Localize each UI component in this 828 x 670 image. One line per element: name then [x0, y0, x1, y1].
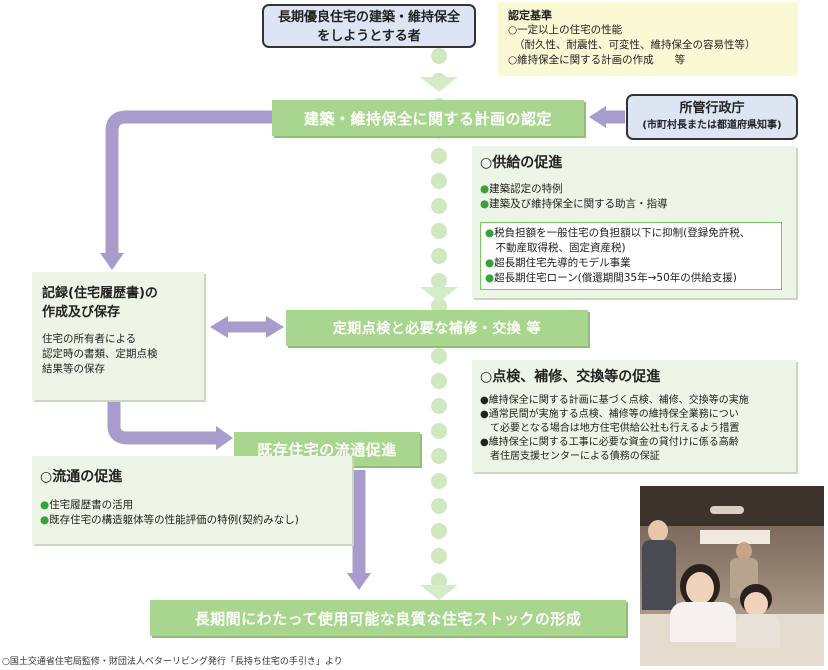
maintenance-panel: ○点検、補修、交換等の促進 ●維持保全に関する計画に基づく点検、補修、交換等の実…: [472, 360, 796, 472]
maintenance-line: ●維持保全に関する計画に基づく点検、補修、交換等の実施: [480, 395, 749, 406]
circulation-item: ●住宅履歴書の活用: [40, 499, 134, 511]
spine-dot: [431, 398, 447, 414]
maintenance-line: ●維持保全に関する工事に必要な資金の貸付けに係る高齢: [480, 437, 739, 448]
maintenance-line: ●通常民間が実施する点検、補修等の維持保全業務につい: [480, 409, 739, 420]
source-note: ○国土交通省住宅局監修・財団法人ベターリビング発行「長持ち住宅の手引き」より: [2, 657, 343, 667]
spine-arrow-2: [420, 287, 458, 302]
authority-title: 所管行政庁: [679, 101, 745, 116]
plan-approval-label: 建築・維持保全に関する計画の認定: [303, 109, 552, 128]
circulation-panel: ○流通の促進 ●住宅履歴書の活用 ●既存住宅の構造躯体等の性能評価の特例(契約み…: [32, 456, 352, 544]
authority-box: 所管行政庁 (市町村長または都道府県知事): [626, 94, 798, 140]
record-line: 住宅の所有者による: [42, 333, 137, 345]
tax-item: ●超長期住宅ローン(償還期間35年→50年の供給支援): [485, 272, 737, 284]
circulation-item: ●既存住宅の構造躯体等の性能評価の特例(契約みなし): [40, 514, 299, 526]
criteria-box: 認定基準 ○一定以上の住宅の性能 （耐久性、耐震性、可変性、維持保全の容易性等）…: [498, 2, 798, 76]
double-arrow-right: [266, 316, 284, 338]
supply-title: ○供給の促進: [480, 155, 563, 171]
tax-item: 不動産取得税、固定資産税): [485, 242, 626, 254]
maintenance-line: 者住居支援センターによる債務の保証: [480, 451, 660, 462]
tax-item: ●超長期住宅先導的モデル事業: [485, 257, 631, 269]
criteria-line: ○一定以上の住宅の性能: [508, 24, 623, 36]
spine-dot: [431, 273, 447, 289]
plan-approval-band: 建築・維持保全に関する計画の認定: [272, 100, 584, 136]
spine-arrow-3: [420, 585, 458, 600]
arrow-to-distribution: [107, 402, 218, 445]
maintenance-title: ○点検、補修、交換等の促進: [480, 369, 661, 385]
spine-dot: [431, 173, 447, 189]
record-title-line2: 作成及び保存: [42, 305, 121, 320]
applicant-box: 長期優良住宅の建築・維持保全 をしようとする者: [262, 4, 476, 48]
family-photo: [640, 486, 824, 666]
spine-dot: [431, 198, 447, 214]
spine-dot: [431, 248, 447, 264]
criteria-line: ○維持保全に関する計画の作成 等: [508, 54, 686, 66]
spine-dot: [431, 373, 447, 389]
supply-item: ●建築認定の特例: [480, 183, 563, 195]
supply-item: ●建築及び維持保全に関する助言・指導: [480, 198, 668, 210]
authority-sub: (市町村長または都道府県知事): [642, 120, 782, 131]
tax-item: ●税負担額を一般住宅の負担額以下に抑制(登録免許税、: [485, 227, 751, 239]
spine-arrow-1: [420, 77, 458, 92]
spine-dot: [431, 423, 447, 439]
circulation-title: ○流通の促進: [40, 469, 123, 485]
applicant-line1: 長期優良住宅の建築・維持保全: [277, 10, 460, 25]
spine-dot: [431, 348, 447, 364]
final-band: 長期間にわたって使用可能な良質な住宅ストックの形成: [150, 600, 626, 636]
tax-subbox: ●税負担額を一般住宅の負担額以下に抑制(登録免許税、 不動産取得税、固定資産税)…: [480, 222, 782, 290]
spine-dot: [431, 523, 447, 539]
applicant-line2: をしようとする者: [317, 29, 421, 44]
criteria-line: （耐久性、耐震性、可変性、維持保全の容易性等）: [514, 39, 756, 51]
spine-dot: [431, 448, 447, 464]
record-line: 結果等の保存: [42, 363, 105, 375]
record-title-line1: 記録(住宅履歴書)の: [42, 286, 158, 301]
maintenance-line: て必要となる場合は地方住宅供給公社も行えるよう措置: [480, 423, 740, 434]
spine-dot: [431, 548, 447, 564]
spine-dot: [431, 48, 447, 64]
distribution-label: 既存住宅の流通促進: [257, 440, 397, 459]
spine-dot: [431, 223, 447, 239]
final-label: 長期間にわたって使用可能な良質な住宅ストックの形成: [194, 609, 582, 628]
spine-dot: [431, 498, 447, 514]
double-arrow-left: [210, 316, 228, 338]
record-line: 認定時の書類、定期点検: [42, 348, 158, 360]
spine-dot: [431, 473, 447, 489]
inspection-label: 定期点検と必要な補修・交換 等: [332, 321, 542, 337]
criteria-title: 認定基準: [508, 9, 552, 22]
spine-dot: [431, 148, 447, 164]
record-panel: 記録(住宅履歴書)の 作成及び保存 住宅の所有者による 認定時の書類、定期点検 …: [32, 272, 204, 400]
inspection-band: 定期点検と必要な補修・交換 等: [286, 310, 588, 346]
arrow-to-record: [105, 110, 272, 255]
supply-panel: ○供給の促進 ●建築認定の特例 ●建築及び維持保全に関する助言・指導 ●税負担額…: [472, 146, 796, 298]
